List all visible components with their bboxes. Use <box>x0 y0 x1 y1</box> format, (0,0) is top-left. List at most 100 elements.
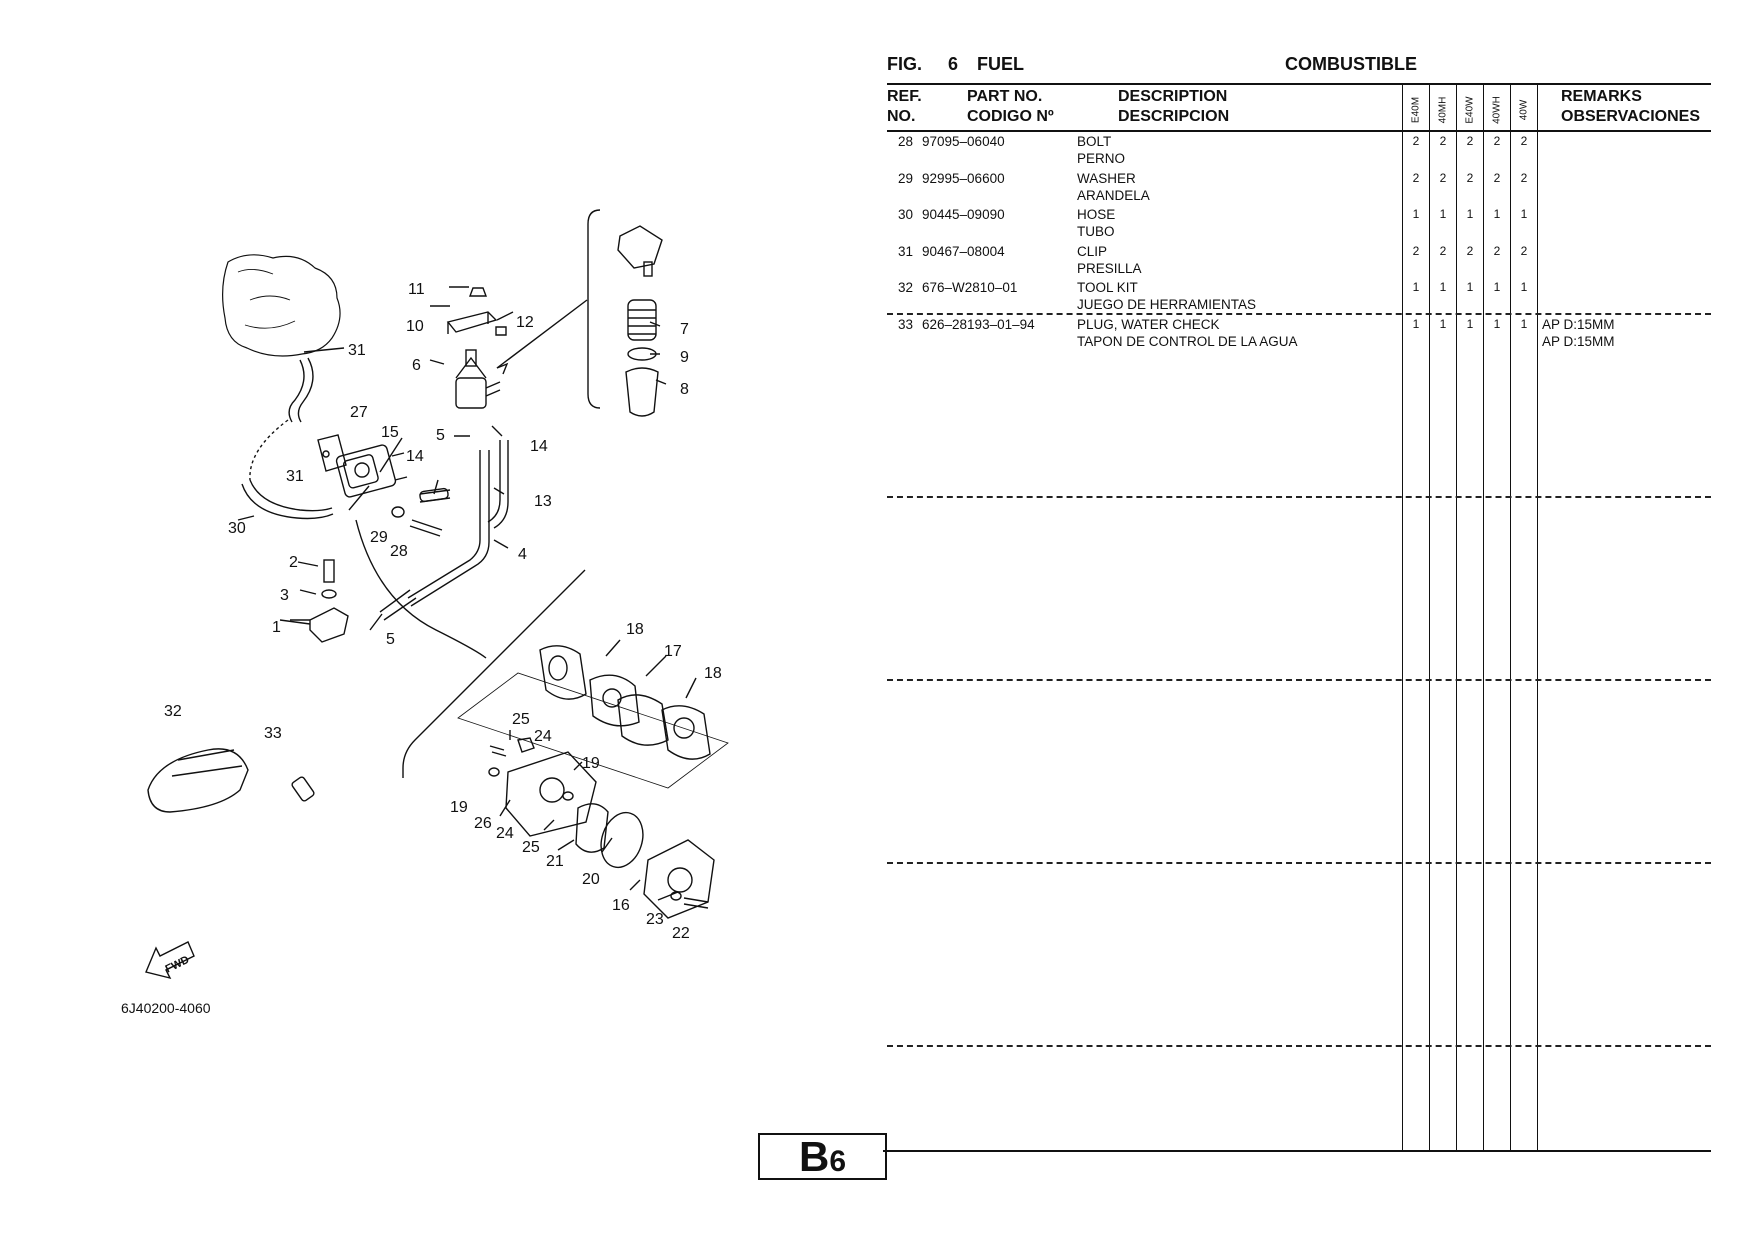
description-es: JUEGO DE HERRAMIENTAS <box>1077 297 1257 312</box>
callout-24b: 24 <box>496 825 514 842</box>
table-row: 28 97095–06040 BOLT PERNO 2 2 2 2 2 <box>887 133 1711 169</box>
ref-number: 31 <box>897 244 913 259</box>
col-part-en: PART NO. <box>967 88 1043 105</box>
col-ref-es: NO. <box>887 108 916 125</box>
callout-19a: 19 <box>582 755 600 772</box>
quantity: 2 <box>1520 244 1528 258</box>
part-number: 90467–08004 <box>922 244 1005 259</box>
quantity: 2 <box>1493 134 1501 148</box>
header-top-rule <box>887 83 1711 85</box>
callout-17: 17 <box>664 643 682 660</box>
callout-15: 15 <box>381 424 399 441</box>
callout-14a: 14 <box>406 448 424 465</box>
callout-20: 20 <box>582 871 600 888</box>
callout-18b: 18 <box>704 665 722 682</box>
callout-25a: 25 <box>512 711 530 728</box>
callout-26: 26 <box>474 815 492 832</box>
callout-30: 30 <box>228 520 246 537</box>
callout-1: 1 <box>272 619 281 636</box>
callout-23: 23 <box>646 911 664 928</box>
diagram-code: 6J40200-4060 <box>121 1000 211 1016</box>
fwd-label: FWD <box>163 954 191 976</box>
figure-title-en: FUEL <box>977 54 1024 74</box>
ref-number: 28 <box>897 134 913 149</box>
remark: AP D:15MM <box>1542 317 1615 332</box>
quantity: 1 <box>1493 317 1501 331</box>
group-separator <box>887 1045 1711 1047</box>
remark: AP D:15MM <box>1542 334 1615 349</box>
col-remarks-es: OBSERVACIONES <box>1561 108 1700 125</box>
quantity: 2 <box>1439 171 1447 185</box>
model-col-2: 40MH <box>1430 90 1456 130</box>
figure-label: FIG. <box>887 54 922 74</box>
quantity: 2 <box>1466 171 1474 185</box>
quantity: 2 <box>1412 134 1420 148</box>
quantity: 2 <box>1466 134 1474 148</box>
group-separator <box>887 679 1711 681</box>
group-separator <box>887 313 1711 315</box>
fwd-arrow-icon: FWD <box>145 941 195 980</box>
quantity: 1 <box>1520 280 1528 294</box>
callout-2: 2 <box>289 554 298 571</box>
part-number: 676–W2810–01 <box>922 280 1018 295</box>
description-es: PERNO <box>1077 151 1126 166</box>
callout-21: 21 <box>546 853 564 870</box>
col-desc-en: DESCRIPTION <box>1118 88 1228 105</box>
callout-25b: 25 <box>522 839 540 856</box>
part-number: 90445–09090 <box>922 207 1005 222</box>
figure-number: 6 <box>948 54 959 74</box>
description-es: TAPON DE CONTROL DE LA AGUA <box>1077 334 1298 349</box>
callout-29: 29 <box>370 529 388 546</box>
callout-31b: 31 <box>348 342 366 359</box>
ref-number: 33 <box>897 317 913 332</box>
page-tab: B6 <box>758 1133 887 1180</box>
grid-line <box>1456 85 1457 1151</box>
quantity: 2 <box>1493 171 1501 185</box>
model-col-1: E40M <box>1403 90 1429 130</box>
part-number: 92995–06600 <box>922 171 1005 186</box>
quantity: 1 <box>1439 280 1447 294</box>
callout-9: 9 <box>680 349 689 366</box>
model-col-5: 40W <box>1511 90 1537 130</box>
model-label: E40M <box>1410 96 1422 124</box>
callout-5a: 5 <box>436 427 445 444</box>
callout-22: 22 <box>672 925 690 942</box>
quantity: 1 <box>1466 207 1474 221</box>
quantity: 1 <box>1439 207 1447 221</box>
ref-number: 29 <box>897 171 913 186</box>
callout-3: 3 <box>280 587 289 604</box>
callout-5b: 5 <box>386 631 395 648</box>
quantity: 1 <box>1493 207 1501 221</box>
ref-number: 32 <box>897 280 913 295</box>
callout-4: 4 <box>518 546 527 563</box>
callout-19b: 19 <box>450 799 468 816</box>
quantity: 2 <box>1412 244 1420 258</box>
description-es: ARANDELA <box>1077 188 1150 203</box>
quantity: 2 <box>1439 134 1447 148</box>
quantity: 1 <box>1520 317 1528 331</box>
quantity: 2 <box>1412 171 1420 185</box>
model-label: 40MH <box>1437 96 1449 124</box>
grid-line <box>1429 85 1430 1151</box>
col-description: DESCRIPTION DESCRIPCION <box>1118 87 1229 127</box>
model-label: 40W <box>1518 99 1530 121</box>
grid-line <box>1510 85 1511 1151</box>
description-es: PRESILLA <box>1077 261 1142 276</box>
description-en: BOLT <box>1077 134 1112 149</box>
quantity: 2 <box>1520 134 1528 148</box>
footer-rule <box>883 1150 1711 1152</box>
callout-33: 33 <box>264 725 282 742</box>
quantity: 1 <box>1466 280 1474 294</box>
col-part-no: PART NO. CODIGO Nº <box>967 87 1054 127</box>
quantity: 1 <box>1439 317 1447 331</box>
quantity: 2 <box>1520 171 1528 185</box>
part-number: 97095–06040 <box>922 134 1005 149</box>
col-remarks: REMARKS OBSERVACIONES <box>1561 87 1700 127</box>
model-label: 40WH <box>1491 96 1503 124</box>
description-en: CLIP <box>1077 244 1108 259</box>
quantity: 1 <box>1412 280 1420 294</box>
col-part-es: CODIGO Nº <box>967 108 1054 125</box>
